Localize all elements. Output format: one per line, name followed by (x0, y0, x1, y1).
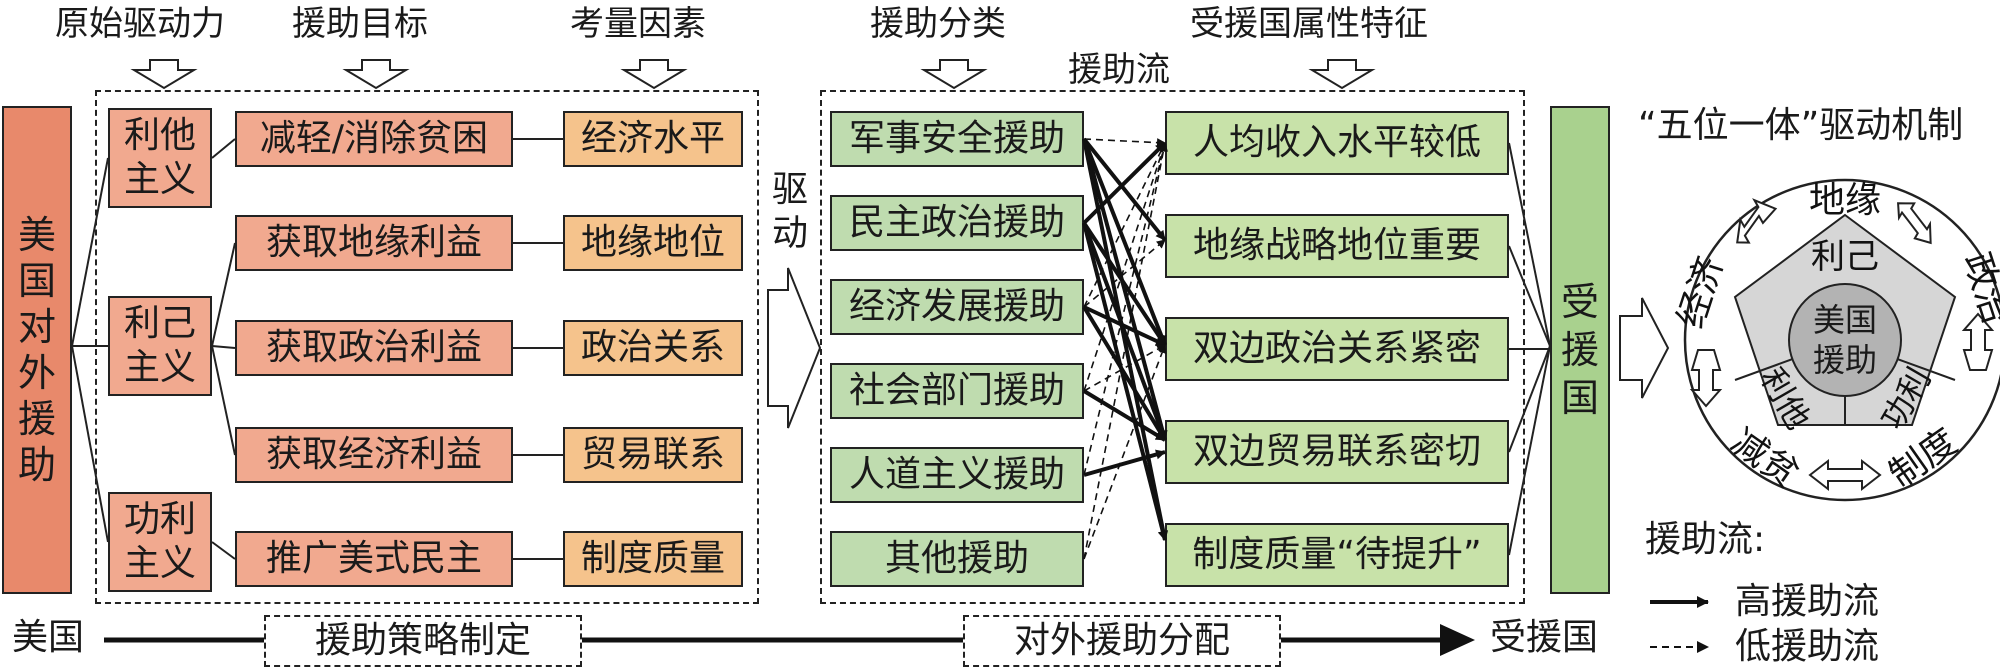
motive-utilitarianism: 功利主义 (108, 492, 212, 592)
header-categories: 援助分类 (870, 4, 1006, 44)
double-arrow-icon (1808, 458, 1882, 492)
us-foreign-aid-box: 美国对外援助 (2, 106, 72, 594)
recipient-trait-box: 双边贸易联系密切 (1165, 420, 1509, 484)
wheel-graphic (1683, 178, 2000, 502)
right-arrow-icon (1619, 297, 1670, 399)
aid-category-box: 经济发展援助 (830, 279, 1084, 335)
legend-low: 低援助流 (1735, 626, 1880, 667)
double-arrow-icon (1689, 349, 1723, 408)
header-factors: 考量因素 (570, 4, 706, 44)
timeline-stage-allocation: 对外援助分配 (963, 615, 1281, 667)
double-arrow-icon (1736, 198, 1778, 244)
goal-box: 获取经济利益 (235, 427, 513, 483)
double-arrow-icon (1897, 202, 1932, 245)
factor-box: 政治关系 (563, 320, 743, 376)
down-arrow-icon (342, 59, 410, 90)
aid-category-box: 其他援助 (830, 531, 1084, 587)
recipient-box: 受援国 (1550, 106, 1610, 594)
legend-high: 高援助流 (1735, 581, 1880, 622)
factor-box: 经济水平 (563, 111, 743, 167)
mechanism-title: “五位一体”驱动机制 (1638, 105, 1964, 146)
aid-category-box: 民主政治援助 (830, 195, 1084, 251)
recipient-trait-box: 地缘战略地位重要 (1165, 214, 1509, 278)
timeline-start: 美国 (12, 617, 85, 658)
down-arrow-icon (620, 59, 688, 90)
header-drivers: 原始驱动力 (55, 4, 225, 44)
factor-box: 制度质量 (563, 531, 743, 587)
aid-category-box: 军事安全援助 (830, 111, 1084, 167)
down-arrow-icon (920, 59, 988, 90)
right-arrow-icon (1440, 624, 1475, 656)
down-arrow-icon (1308, 59, 1376, 90)
aid-category-box: 人道主义援助 (830, 447, 1084, 503)
recipient-trait-box: 双边政治关系紧密 (1165, 317, 1509, 381)
wheel-outer-geo: 地缘 (1809, 180, 1881, 221)
goal-box: 获取地缘利益 (235, 215, 513, 271)
wheel-inner-egoism: 利己 (1811, 237, 1879, 277)
aid-category-box: 社会部门援助 (830, 363, 1084, 419)
allocation-dashed-frame (820, 90, 1525, 604)
header-aid-flow: 援助流 (1068, 50, 1170, 90)
down-arrow-icon (130, 59, 198, 90)
timeline-stage-strategy: 援助策略制定 (264, 615, 582, 667)
legend-title: 援助流: (1645, 519, 1766, 560)
header-goals: 援助目标 (292, 4, 428, 44)
recipient-trait-box: 人均收入水平较低 (1165, 111, 1509, 175)
goal-box: 获取政治利益 (235, 320, 513, 376)
recipient-trait-box: 制度质量“待提升” (1165, 523, 1509, 587)
factor-box: 地缘地位 (563, 215, 743, 271)
right-arrow-icon (767, 267, 822, 429)
goal-box: 减轻/消除贫困 (235, 111, 513, 167)
drive-label: 驱动 (771, 169, 808, 254)
motive-altruism: 利他主义 (108, 108, 212, 208)
wheel-core: 美国援助 (1812, 301, 1877, 379)
factor-box: 贸易联系 (563, 427, 743, 483)
header-recipient-traits: 受援国属性特征 (1190, 4, 1428, 44)
double-arrow-icons (1689, 198, 1995, 492)
double-arrow-icon (1961, 312, 1995, 371)
goal-box: 推广美式民主 (235, 531, 513, 587)
motive-egoism: 利己主义 (108, 296, 212, 396)
timeline-end: 受援国 (1490, 617, 1599, 658)
